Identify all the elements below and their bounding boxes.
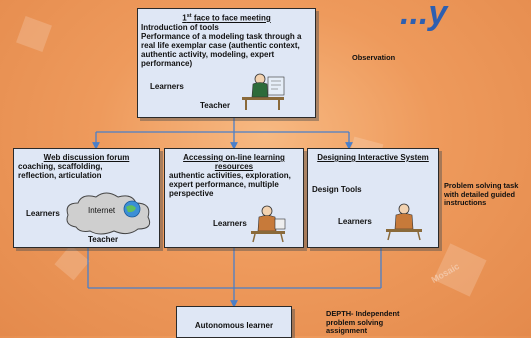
internet-label: Internet — [88, 206, 116, 215]
learner-desk-icon — [386, 203, 422, 241]
depth-note: DEPTH- Independent problem solving assig… — [326, 309, 400, 336]
problem-solving-note: Problem solving task with detailed guide… — [444, 181, 519, 208]
middle-box-body: authentic activities, exploration, exper… — [169, 171, 291, 198]
right-box-interactive-system: Designing Interactive System Design Tool… — [307, 148, 439, 248]
bottom-box-autonomous-learner: Autonomous learner — [176, 306, 292, 338]
teacher-clipart-icon — [242, 73, 285, 110]
left-box-learners: Learners — [26, 209, 60, 218]
top-box-title: 1st face to face meeting — [182, 13, 271, 23]
middle-box-learners: Learners — [213, 219, 247, 228]
left-box-web-forum: Web discussion forum coaching, scaffoldi… — [13, 148, 160, 248]
right-box-learners: Learners — [338, 217, 372, 226]
top-box-learners: Learners — [150, 82, 184, 91]
middle-box-title: Accessing on-line learning resources — [183, 153, 285, 171]
top-box-line-1: Introduction of tools — [141, 23, 219, 32]
right-box-title: Designing Interactive System — [317, 153, 429, 162]
left-box-body: coaching, scaffolding, reflection, artic… — [18, 162, 103, 180]
right-box-body: Design Tools — [312, 185, 362, 194]
background-title-fragment: ...y — [400, 0, 448, 32]
bottom-box-label: Autonomous learner — [194, 321, 274, 330]
middle-box-online-resources: Accessing on-line learning resources aut… — [164, 148, 304, 248]
left-box-teacher: Teacher — [88, 235, 119, 244]
learner-computer-icon — [251, 205, 286, 243]
left-box-title: Web discussion forum — [43, 153, 130, 162]
top-box-teacher: Teacher — [200, 101, 231, 110]
observation-label: Observation — [352, 53, 396, 62]
top-box-line-2: Performance of a modeling task through a… — [141, 32, 302, 68]
internet-cloud-icon — [66, 192, 151, 235]
top-box-first-meeting: 1st face to face meeting Introduction of… — [137, 8, 316, 118]
